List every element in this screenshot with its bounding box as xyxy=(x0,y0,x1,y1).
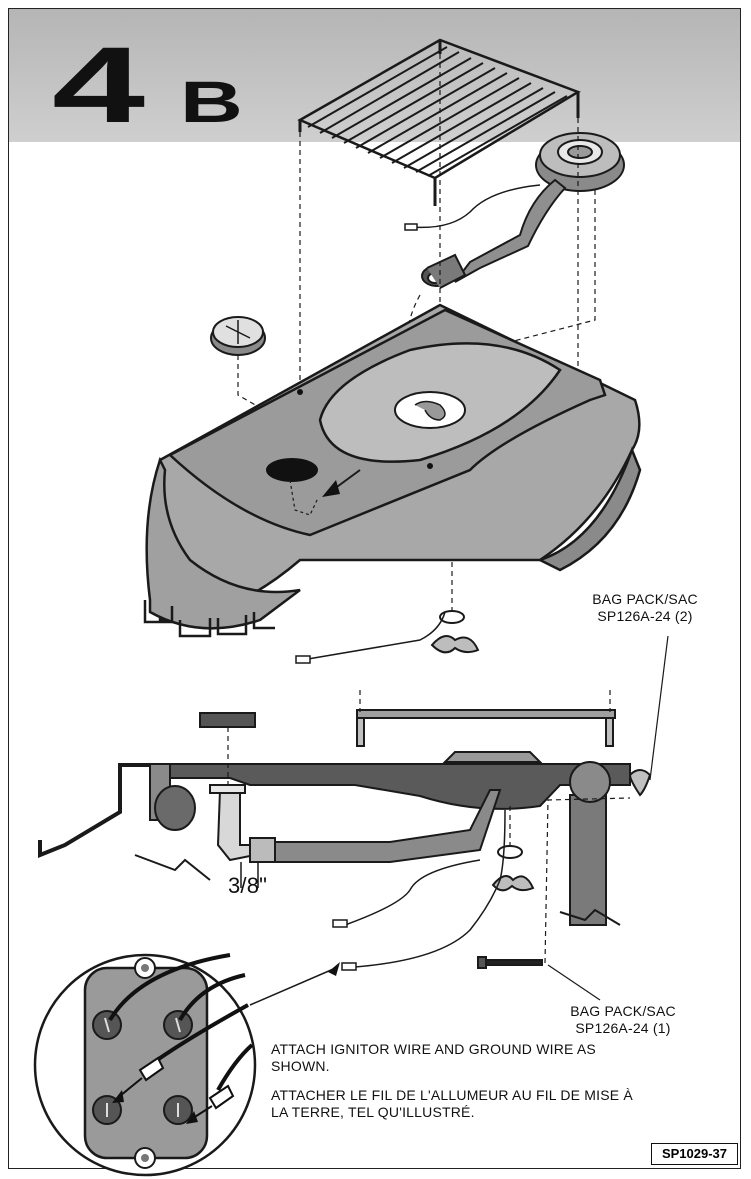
bag-pack-callout-bottom: BAG PACK/SAC SP126A-24 (1) xyxy=(548,1003,698,1037)
instruction-english: ATTACH IGNITOR WIRE AND GROUND WIRE AS S… xyxy=(271,1041,596,1074)
step-number: 4 xyxy=(52,24,145,145)
instructions: ATTACH IGNITOR WIRE AND GROUND WIRE AS S… xyxy=(271,1041,651,1133)
ignitor-detail-view xyxy=(33,953,257,1177)
bag-pack-callout-top: BAG PACK/SAC SP126A-24 (2) xyxy=(570,591,720,625)
valve-knob xyxy=(210,316,266,356)
bag-pack-bottom-line2: SP126A-24 (1) xyxy=(575,1020,671,1036)
bag-pack-top-line1: BAG PACK/SAC xyxy=(592,591,698,607)
bag-pack-bottom-line1: BAG PACK/SAC xyxy=(570,1003,676,1019)
burner-housing xyxy=(143,303,642,638)
part-code: SP1029-37 xyxy=(651,1143,738,1165)
step-badge: 4 B xyxy=(52,24,243,145)
side-section xyxy=(38,709,652,969)
header-band xyxy=(9,9,740,142)
burner xyxy=(421,132,625,289)
bag-pack-top-line2: SP126A-24 (2) xyxy=(597,608,693,624)
instruction-french: ATTACHER LE FIL DE L'ALLUMEUR AU FIL DE … xyxy=(271,1087,633,1120)
step-letter: B xyxy=(180,70,243,135)
fitting-size-label: 3/8" xyxy=(228,873,268,898)
cooking-grate xyxy=(297,38,581,206)
